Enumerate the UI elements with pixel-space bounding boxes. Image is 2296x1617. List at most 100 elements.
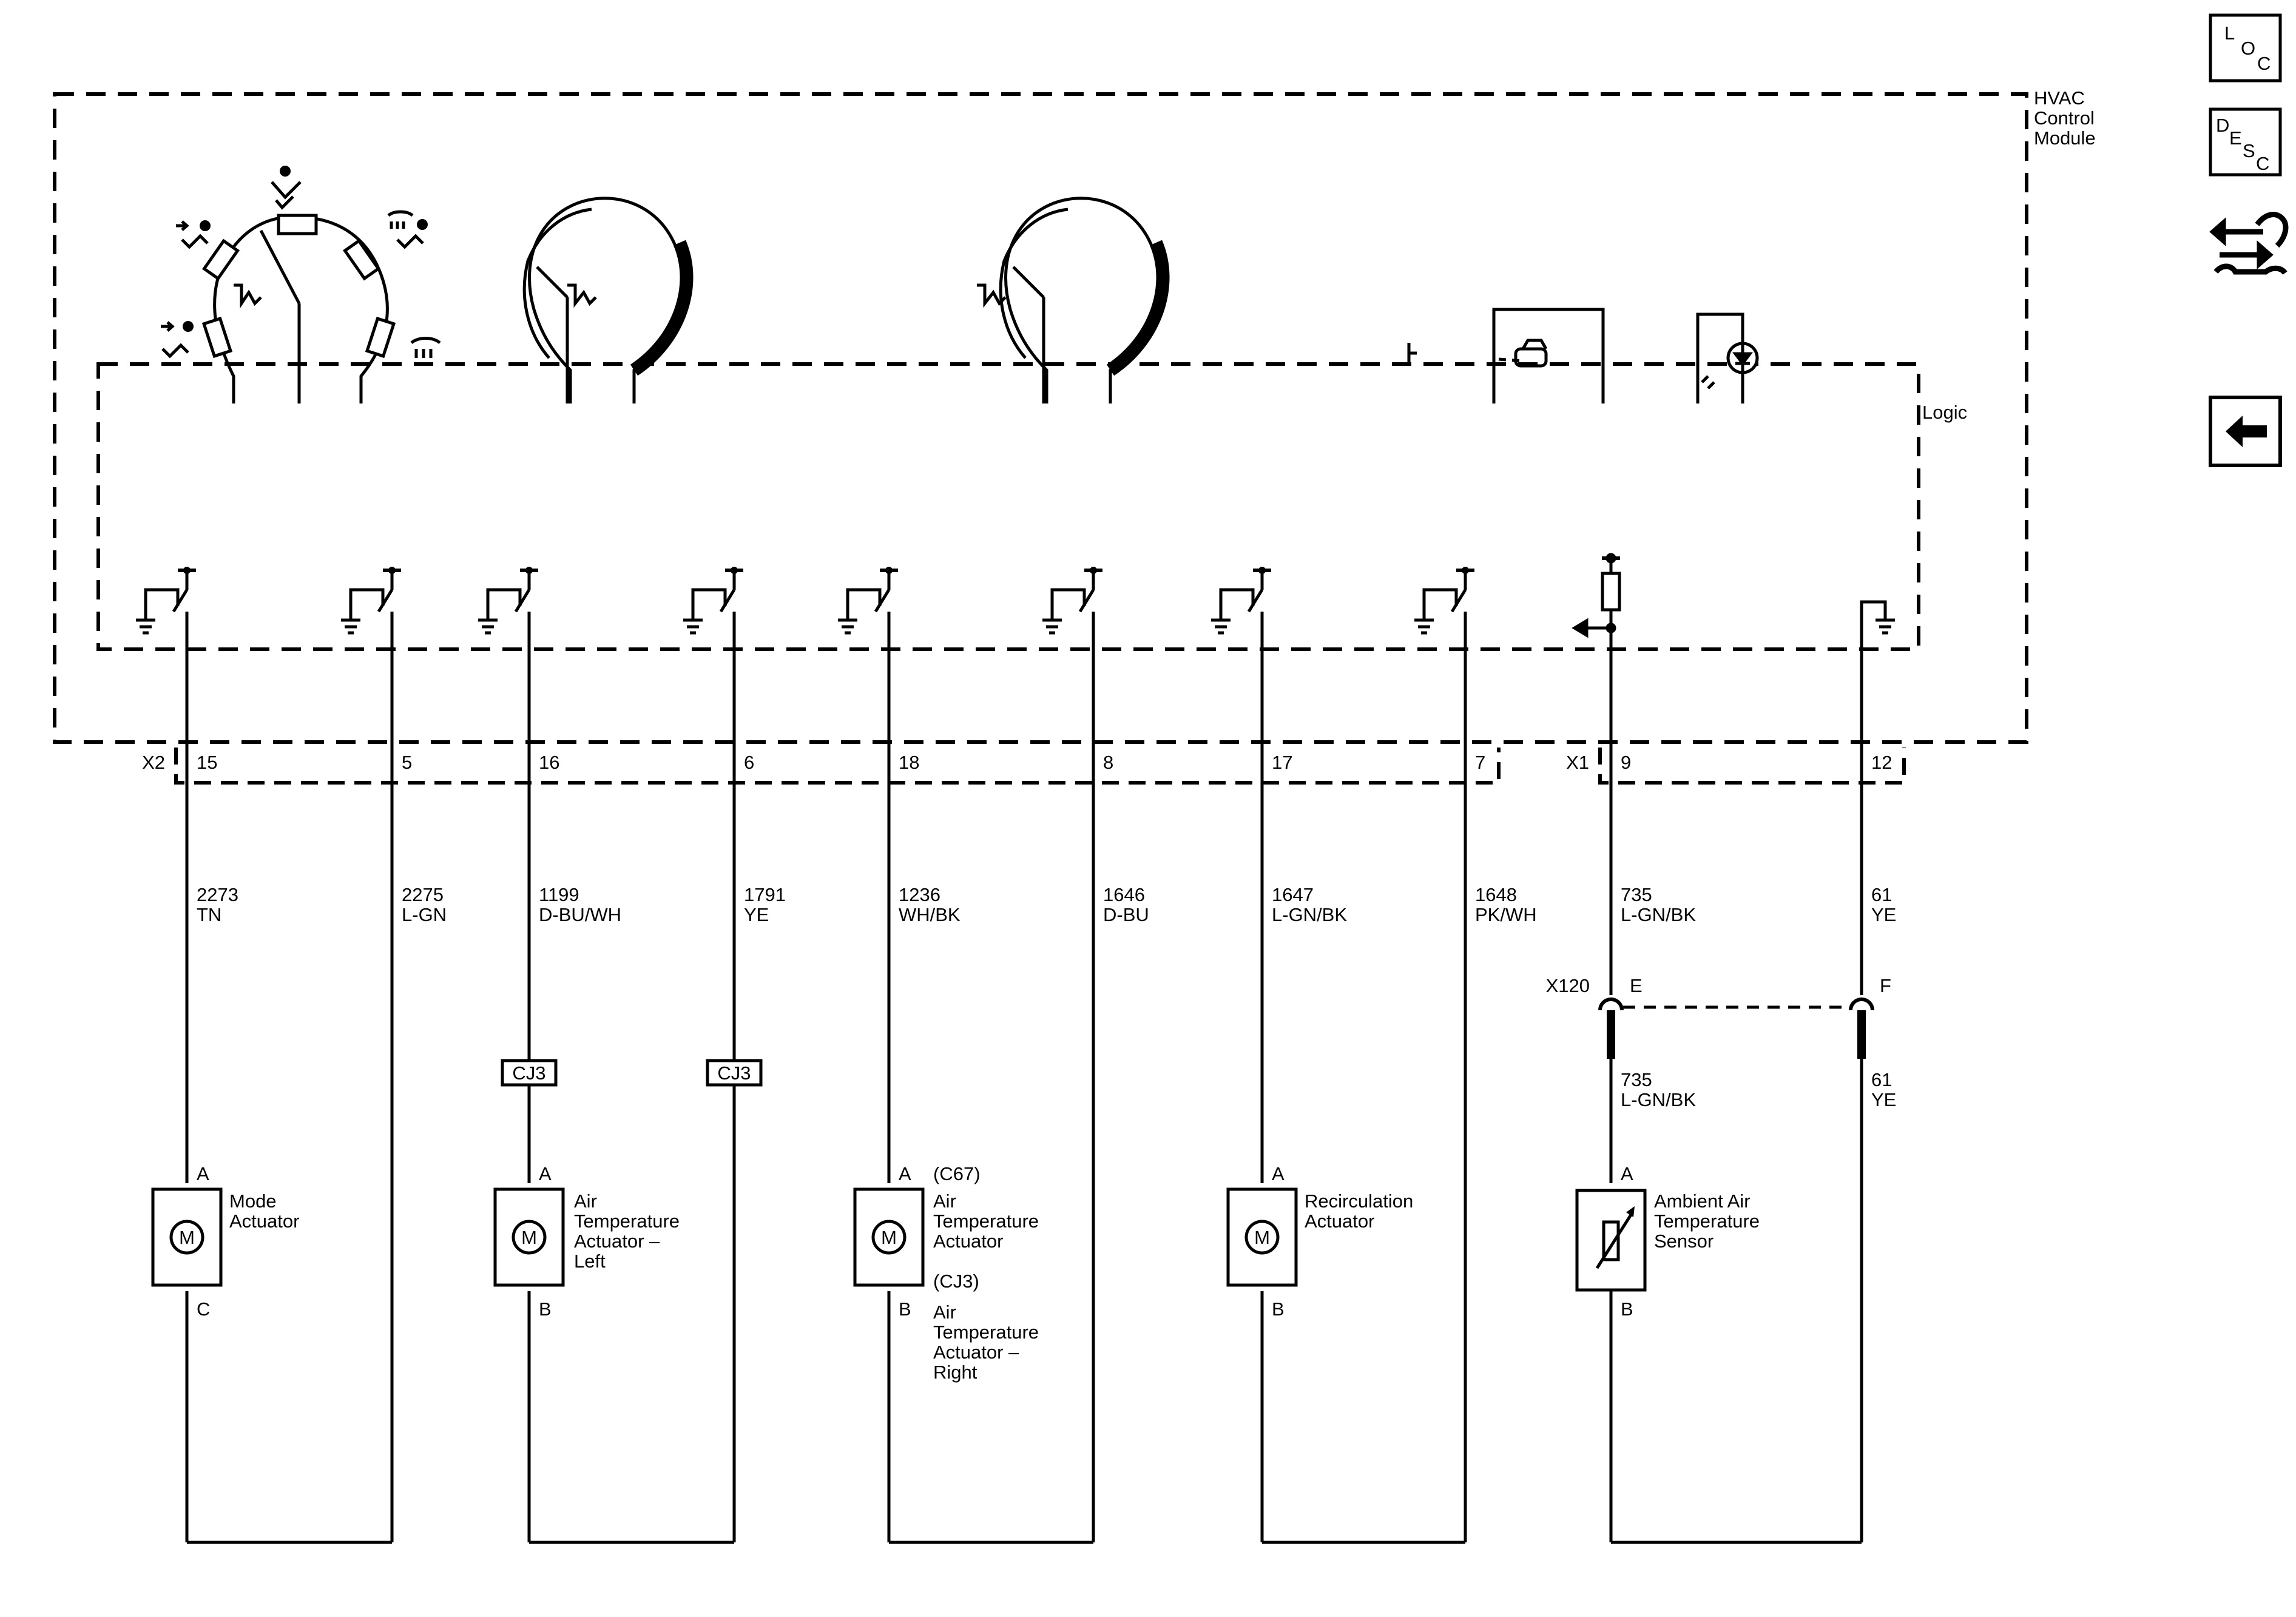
component-name: Temperature (574, 1210, 680, 1232)
circuit-number: 735 (1621, 1069, 1652, 1090)
pin-number: 8 (1103, 752, 1113, 773)
pin-c: C (197, 1298, 210, 1320)
circuit-number: 1646 (1103, 884, 1145, 905)
ac-request-switch-icon (1407, 308, 1605, 403)
pin-b: B (899, 1298, 911, 1320)
pin-b: B (1272, 1298, 1285, 1320)
motor-symbol: M (179, 1227, 195, 1248)
loc-letter: O (2241, 38, 2255, 59)
x120-pin: F (1880, 975, 1891, 996)
wire-color: YE (1871, 1089, 1896, 1110)
fan-speed-dial-icon (522, 197, 694, 403)
pin-a: A (1621, 1163, 1633, 1184)
connector-end-view-icon[interactable] (2209, 212, 2289, 275)
pin-b: B (1621, 1298, 1633, 1320)
wire-color: L-GN/BK (1272, 904, 1347, 925)
pin-a: A (539, 1163, 552, 1184)
splice-cj3-right: CJ3 (706, 1059, 763, 1087)
sensor-low-reference (1860, 600, 1895, 637)
circuit-number: 1647 (1272, 884, 1314, 905)
pin-number: 5 (402, 752, 412, 773)
motor-symbol: M (521, 1227, 537, 1248)
wire-color: YE (1871, 904, 1896, 925)
mode-selector-icon (161, 166, 441, 403)
loc-letter: L (2224, 22, 2235, 44)
circuit-labels: 2273 TN 2275 L-GN 1199 D-BU/WH 1791 YE 1… (197, 884, 1896, 1110)
ambient-light-sensor-icon (1696, 312, 1759, 403)
circuit-number: 1199 (539, 884, 579, 905)
inline-connector-x120: X120 E F (1546, 975, 1891, 1059)
air-temp-actuator-left: M A B Air Temperature Actuator – Left (495, 1163, 680, 1320)
x120-pin: E (1630, 975, 1643, 996)
pin-number: 16 (539, 752, 559, 773)
desc-letter: S (2243, 140, 2255, 161)
component-name: Temperature (933, 1322, 1039, 1343)
wire-color: D-BU (1103, 904, 1149, 925)
air-temp-actuator-right: M A B (C67) Air Temperature Actuator (CJ… (855, 1163, 1039, 1383)
component-name: Right (933, 1362, 977, 1383)
back-arrow-icon[interactable] (2209, 396, 2282, 467)
wire-color: L-GN/BK (1621, 1089, 1696, 1110)
splice-label: CJ3 (512, 1062, 545, 1084)
desc-letter: C (2256, 153, 2269, 174)
wire-color: WH/BK (899, 904, 961, 925)
splice-cj3-left: CJ3 (501, 1059, 558, 1087)
component-name: Ambient Air (1654, 1190, 1751, 1212)
desc-letter: D (2216, 115, 2229, 136)
wires (185, 637, 1863, 1544)
connector-ref: (C67) (933, 1163, 981, 1184)
output-switches (136, 567, 1474, 637)
pin-numbers: 15 5 16 6 18 8 17 7 9 12 (197, 752, 1892, 773)
circuit-number: 735 (1621, 884, 1652, 905)
hvac-control-module: HVAC Control Module (53, 87, 2096, 744)
component-name: Mode (229, 1190, 277, 1212)
module-name-line: HVAC (2034, 87, 2085, 109)
connector-label: X120 (1546, 975, 1590, 996)
wire-color: PK/WH (1475, 904, 1537, 925)
splice-label: CJ3 (717, 1062, 751, 1084)
logic-block: Logic (96, 362, 1967, 651)
pin-number: 9 (1621, 752, 1631, 773)
pin-a: A (1272, 1163, 1285, 1184)
component-name: Actuator (1305, 1210, 1374, 1232)
connector-x2: X2 (142, 748, 1501, 785)
pin-number: 7 (1475, 752, 1485, 773)
component-name: Temperature (933, 1210, 1039, 1232)
connector-label: X2 (142, 752, 165, 773)
wire-color: L-GN/BK (1621, 904, 1696, 925)
location-button[interactable]: L O C (2209, 13, 2282, 83)
circuit-number: 61 (1871, 1069, 1892, 1090)
component-name: Air (933, 1301, 956, 1323)
circuit-number: 1791 (744, 884, 786, 905)
desc-letter: E (2229, 127, 2242, 149)
module-name-line: Module (2034, 127, 2096, 149)
component-name: Temperature (1654, 1210, 1760, 1232)
sensor-reference-circuit (1572, 553, 1621, 638)
pin-a: A (899, 1163, 911, 1184)
component-name: Air (574, 1190, 597, 1212)
motor-symbol: M (881, 1227, 897, 1248)
module-name-line: Control (2034, 107, 2095, 129)
ambient-air-temperature-sensor: A B Ambient Air Temperature Sensor (1575, 1163, 1760, 1320)
component-name: Sensor (1654, 1230, 1714, 1252)
wire-color: D-BU/WH (539, 904, 621, 925)
component-name: Actuator (229, 1210, 299, 1232)
description-button[interactable]: D E S C (2209, 107, 2282, 177)
pin-number: 15 (197, 752, 217, 773)
connector-ref: (CJ3) (933, 1271, 979, 1292)
pin-number: 18 (899, 752, 919, 773)
pin-number: 17 (1272, 752, 1292, 773)
wire-color: L-GN (402, 904, 447, 925)
pin-a: A (197, 1163, 209, 1184)
pin-number: 6 (744, 752, 754, 773)
pin-number: 12 (1871, 752, 1892, 773)
circuit-number: 1648 (1475, 884, 1517, 905)
wire-color: YE (744, 904, 769, 925)
connector-x1: X1 (1566, 748, 1906, 785)
loc-letter: C (2257, 53, 2271, 74)
temperature-dial-icon (977, 197, 1170, 403)
circuit-number: 2275 (402, 884, 444, 905)
logic-label: Logic (1922, 402, 1967, 423)
component-name: Recirculation (1305, 1190, 1413, 1212)
